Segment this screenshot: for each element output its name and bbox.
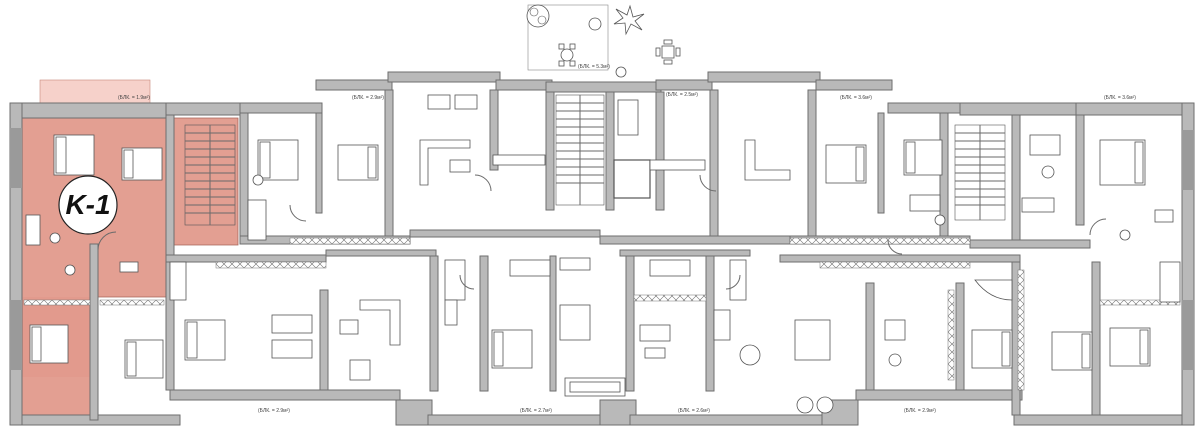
sink-icon xyxy=(1154,209,1174,223)
table-chairs-icon xyxy=(558,43,576,67)
plant-icon xyxy=(526,4,550,28)
table-chairs-icon xyxy=(796,396,834,414)
staircase-center xyxy=(555,94,651,206)
outer-walls xyxy=(9,71,1195,426)
sofa-icon xyxy=(564,377,626,397)
table-chairs-icon xyxy=(349,359,371,381)
bed-icon xyxy=(29,324,69,364)
balcony-label: (БЛК. = 2.9м²) xyxy=(904,408,936,414)
table-chairs-icon xyxy=(427,94,478,110)
kitchen-counters xyxy=(444,154,747,341)
bed-icon xyxy=(1051,331,1093,371)
desk-icon xyxy=(639,324,671,359)
unit-badge[interactable]: K-1 xyxy=(58,175,118,235)
bed-icon xyxy=(491,329,533,369)
bed-icon xyxy=(53,134,95,176)
balcony-label: (БЛК. = 3.6м²) xyxy=(840,95,872,101)
sink-icon xyxy=(119,261,139,273)
table-chairs-icon xyxy=(655,39,681,65)
plant-icon xyxy=(588,17,627,78)
balcony-label: (БЛК. = 3.6м²) xyxy=(1104,95,1136,101)
bed-icon xyxy=(257,139,299,181)
table-chairs-icon xyxy=(559,304,591,341)
desk-icon xyxy=(1029,134,1061,179)
toilet-icon xyxy=(64,264,76,276)
sofa-icon xyxy=(1021,197,1055,213)
balcony-label: (БЛК. = 5.3м²) xyxy=(578,64,610,70)
balcony-label: (БЛК. = 2.9м²) xyxy=(258,408,290,414)
bathtub-icon xyxy=(247,199,267,241)
balcony-label: (БЛК. = 2.5м²) xyxy=(666,92,698,98)
plant-icon xyxy=(613,4,645,36)
balcony-labels: (БЛК. = 1.9м²) (БЛК. = 2.9м²) (БЛК. = 5.… xyxy=(118,64,1136,414)
table-chairs-icon xyxy=(617,99,639,136)
bed-icon xyxy=(1109,327,1151,367)
bed-icon xyxy=(271,314,313,359)
bed-icon xyxy=(903,139,943,176)
balcony-label: (БЛК. = 2.9м²) xyxy=(352,95,384,101)
staircase-right xyxy=(954,124,1006,221)
unit-label: K-1 xyxy=(65,189,110,220)
bed-icon xyxy=(124,339,164,379)
terrace-area xyxy=(526,4,681,78)
balcony-label: (БЛК. = 2.6м²) xyxy=(678,408,710,414)
bed-icon xyxy=(184,319,226,361)
toilet-icon xyxy=(49,232,61,244)
sofa-icon xyxy=(794,319,831,361)
balcony-label: (БЛК. = 1.9м²) xyxy=(118,95,150,101)
doors xyxy=(97,174,1107,290)
bed-icons xyxy=(29,134,1151,379)
sofa-icon xyxy=(339,299,401,346)
toilet-icon xyxy=(1119,229,1131,241)
bathtub-icon xyxy=(649,259,691,277)
bed-icon xyxy=(825,144,867,184)
bed-icon xyxy=(971,329,1013,369)
toilet-icon xyxy=(934,214,946,226)
balcony-label: (БЛК. = 2.7м²) xyxy=(520,408,552,414)
table-chairs-icon xyxy=(739,344,761,366)
bathtub-icon xyxy=(909,194,941,212)
hatched-walls xyxy=(23,237,1181,391)
bathroom-fixtures xyxy=(25,174,1181,303)
bed-icon xyxy=(121,147,163,181)
living-furniture xyxy=(339,94,1061,414)
desk-icon xyxy=(884,319,906,367)
bathtub-icon xyxy=(974,279,1013,301)
sofa-icon xyxy=(744,139,791,181)
bathtub-icon xyxy=(509,259,551,277)
bathtub-icon xyxy=(25,214,41,246)
bed-icon xyxy=(1099,139,1146,186)
toilet-icon xyxy=(252,174,264,186)
sofa-icon xyxy=(419,139,471,186)
bed-icon xyxy=(337,144,379,181)
staircase-left xyxy=(184,124,236,226)
bathtub-icon xyxy=(1159,261,1181,303)
bathtub-icon xyxy=(169,261,187,301)
